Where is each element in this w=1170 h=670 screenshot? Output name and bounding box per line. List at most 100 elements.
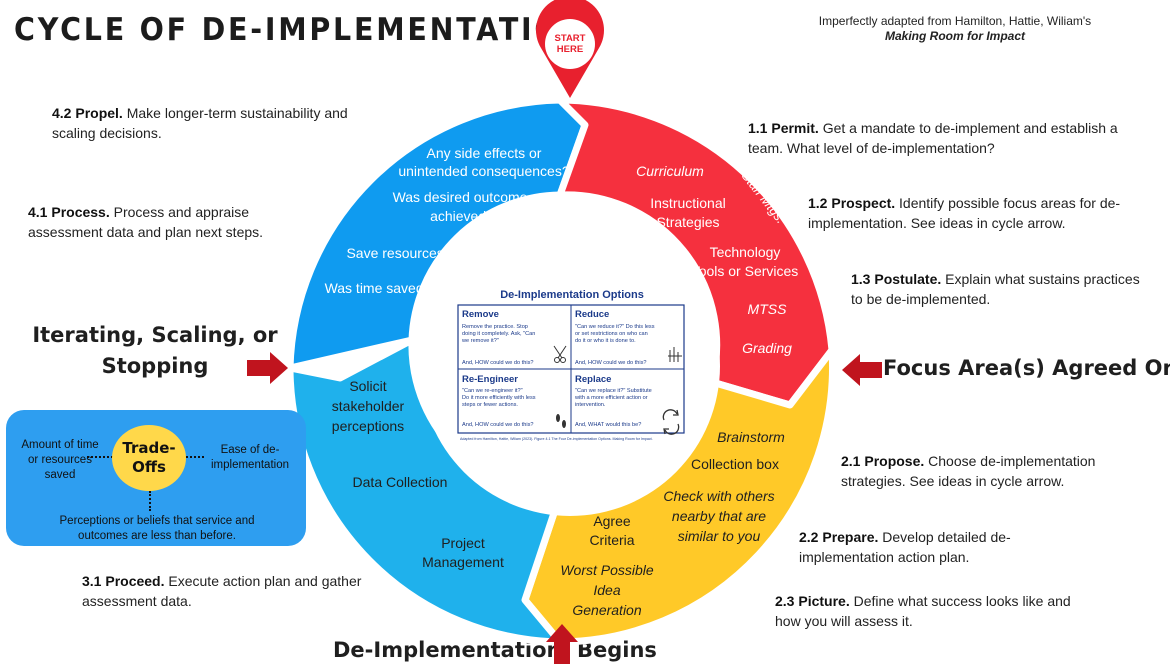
yellow-item-check-1: Check with others [663, 488, 774, 504]
option-replace-body-2: with a more efficient action or [574, 395, 648, 401]
red-item-grading: Grading [742, 340, 792, 356]
red-item-instructional: Instructional [650, 195, 725, 211]
tradeoffs-center: Trade- Offs [112, 425, 186, 491]
stage-1-1-text: Get a mandate to de-implement and establ… [748, 120, 1118, 156]
stage-4-2-text: Make longer-term sustainability and scal… [52, 105, 348, 141]
option-reengineer-body-1: "Can we re-engineer it?" [462, 388, 523, 394]
tradeoff-bottom-line-2: outcomes are less than before. [78, 530, 236, 542]
blue-lower-item-6: Management [422, 554, 504, 570]
arrow-up-icon [546, 624, 578, 664]
blue-upper-item-5: Save resources? [346, 245, 451, 261]
stage-3-1-label: 3.1 Proceed. [82, 573, 165, 589]
stage-4-1-text: Process and appraise assessment data and… [28, 204, 264, 240]
start-pin-line-2: HERE [557, 44, 583, 55]
yellow-item-collection-box: Collection box [691, 456, 779, 472]
segment-blue-upper [286, 96, 589, 372]
blue-upper-item-2: unintended consequences? [398, 163, 569, 179]
option-reduce-heading: Reduce [575, 309, 609, 320]
tradeoff-left: Amount of time or resources saved [12, 438, 108, 483]
yellow-item-check-2: nearby that are [672, 508, 766, 524]
red-item-tools: Tools or Services [692, 263, 799, 279]
focus-area-label: Focus Area(s) Agreed On [883, 356, 1170, 380]
stage-2-2-text: Develop detailed de-implementation actio… [799, 529, 1011, 565]
option-reengineer-body-2: Do it more efficiently with less [462, 395, 536, 401]
option-reduce-footer: And, HOW could we do this? [575, 360, 647, 366]
stage-2-1: 2.1 Propose. Choose de-implementation st… [841, 451, 1151, 491]
stage-2-1-text: Choose de-implementation strategies. See… [841, 453, 1096, 489]
page-title: CYCLE OF DE-IMPLEMENTATION [14, 12, 589, 48]
stage-1-1: 1.1 Permit. Get a mandate to de-implemen… [748, 118, 1128, 158]
option-replace-heading: Replace [575, 374, 611, 385]
credit-line-1: Imperfectly adapted from Hamilton, Hatti… [818, 14, 1092, 28]
tradeoff-right-line-2: implementation [211, 459, 289, 471]
options-card-source: Adapted from Hamilton, Hattie, Wiliam (2… [460, 437, 653, 441]
stage-1-2-text: Identify possible focus areas for de-imp… [808, 195, 1121, 231]
yellow-item-check-3: similar to you [678, 528, 761, 544]
tradeoff-connector-left [87, 456, 113, 458]
stage-1-2-label: 1.2 Prospect. [808, 195, 896, 211]
yellow-item-brainstorm: Brainstorm [717, 429, 785, 445]
yellow-item-worst-1: Worst Possible [560, 562, 654, 578]
stage-2-1-label: 2.1 Propose. [841, 453, 925, 469]
tradeoff-left-line-2: or resources [28, 454, 92, 466]
options-card: De-Implementation Options Remove Remove … [457, 289, 685, 441]
tradeoff-bottom-line-1: Perceptions or beliefs that service and [59, 515, 255, 527]
tradeoffs-center-line-2: Offs [132, 458, 166, 476]
start-pin-line-1: START [555, 33, 586, 44]
blue-upper-item-1: Any side effects or [427, 145, 542, 161]
tradeoff-connector-bottom [149, 491, 151, 511]
stage-2-3-text: Define what success looks like and how y… [775, 593, 1071, 629]
stage-4-1: 4.1 Process. Process and appraise assess… [28, 202, 323, 242]
iterating-label-line-1: Iterating, Scaling, or [32, 323, 278, 347]
option-reduce-body-1: "Can we reduce it?" Do this less [575, 324, 655, 330]
tradeoff-left-line-1: Amount of time [21, 439, 99, 451]
arrow-right-icon [247, 352, 288, 384]
option-remove-body-3: we remove it?" [461, 338, 499, 344]
pinch-hand-icon [668, 347, 682, 362]
red-item-technology: Technology [710, 244, 781, 260]
option-replace-body-3: intervention. [575, 402, 606, 408]
tradeoff-bottom: Perceptions or beliefs that service and … [20, 514, 294, 544]
yellow-item-agree: Agree [593, 513, 631, 529]
iterating-label-line-2: Stopping [101, 354, 209, 378]
tradeoff-right: Ease of de- implementation [200, 443, 300, 473]
blue-lower-item-1: Solicit [349, 378, 386, 394]
option-reengineer-heading: Re-Engineer [462, 374, 518, 385]
stage-1-3-label: 1.3 Postulate. [851, 271, 942, 287]
yellow-item-criteria: Criteria [589, 532, 634, 548]
option-replace-footer: And, WHAT would this be? [575, 422, 641, 428]
blue-upper-item-6: Was time saved? [325, 280, 432, 296]
option-remove-body-2: doing it completely. Ask, "Can [462, 331, 535, 337]
arrow-left-icon [842, 354, 882, 386]
stage-3-1-text: Execute action plan and gather assessmen… [82, 573, 362, 609]
option-reengineer-footer: And, HOW could we do this? [462, 422, 534, 428]
option-reengineer-body-3: steps or fewer actions. [462, 402, 518, 408]
blue-lower-item-3: perceptions [332, 418, 404, 434]
option-replace-body-1: "Can we replace it?" Substitute [575, 388, 652, 394]
footsteps-icon [556, 414, 566, 428]
red-item-curriculum: Curriculum [636, 163, 704, 179]
stage-4-1-label: 4.1 Process. [28, 204, 110, 220]
tradeoff-connector-right [186, 456, 204, 458]
yellow-item-worst-3: Generation [572, 602, 641, 618]
stage-4-2-label: 4.2 Propel. [52, 105, 123, 121]
stage-1-1-label: 1.1 Permit. [748, 120, 819, 136]
red-item-strategies: Strategies [656, 214, 719, 230]
red-item-mtss: MTSS [748, 301, 788, 317]
stage-1-2: 1.2 Prospect. Identify possible focus ar… [808, 193, 1158, 233]
stage-3-1: 3.1 Proceed. Execute action plan and gat… [82, 571, 372, 611]
blue-upper-item-4: achieved? [430, 208, 494, 224]
credit-note: Imperfectly adapted from Hamilton, Hatti… [770, 14, 1140, 44]
tradeoff-left-line-3: saved [44, 469, 76, 481]
tradeoff-right-line-1: Ease of de- [220, 444, 280, 456]
scissors-icon [553, 345, 567, 363]
stage-4-2: 4.2 Propel. Make longer-term sustainabil… [52, 103, 377, 143]
credit-line-2: Making Room for Impact [884, 29, 1025, 43]
iterating-label: Iterating, Scaling, or Stopping [30, 320, 280, 382]
stage-1-3: 1.3 Postulate. Explain what sustains pra… [851, 269, 1141, 309]
stage-2-2: 2.2 Prepare. Develop detailed de-impleme… [799, 527, 1069, 567]
stage-2-2-label: 2.2 Prepare. [799, 529, 879, 545]
option-remove-heading: Remove [462, 309, 499, 320]
stage-2-3-label: 2.3 Picture. [775, 593, 850, 609]
